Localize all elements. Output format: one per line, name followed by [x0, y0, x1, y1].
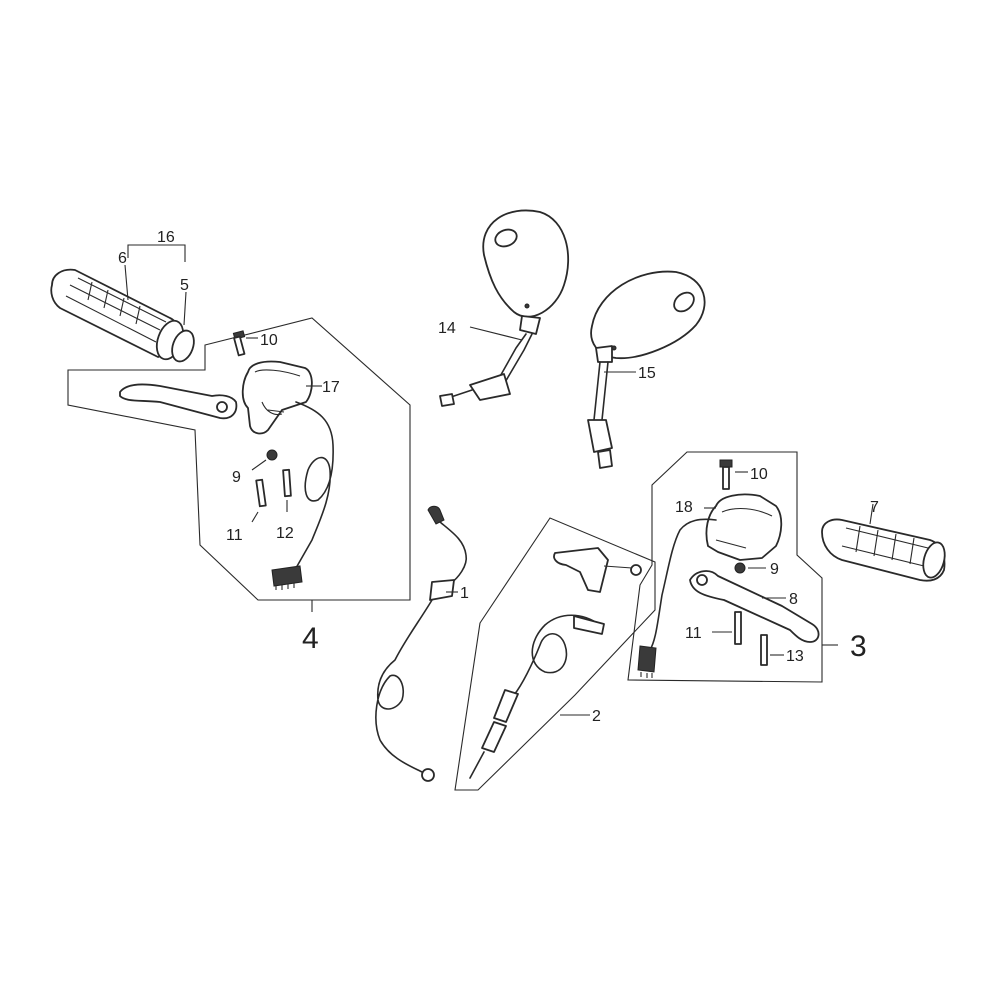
left-switch-wiring [295, 401, 334, 569]
left-connector [271, 565, 303, 590]
screw-11-left [251, 478, 267, 523]
right-brake-lever [689, 570, 820, 643]
callout-2: 2 [592, 708, 601, 725]
callout-14: 14 [438, 320, 456, 337]
callout-5: 5 [180, 277, 189, 294]
callout-7: 7 [870, 499, 879, 516]
cable-1 [375, 505, 468, 782]
bracket-16 [124, 244, 187, 326]
screw-13-right [760, 634, 784, 666]
leader-14 [469, 326, 523, 341]
callout-16: 16 [157, 229, 175, 246]
left-switch-housing-17 [241, 360, 322, 435]
right-grip-7 [821, 503, 946, 582]
left-brake-lever [119, 383, 238, 420]
right-mirror-15 [587, 270, 706, 469]
callout-6: 6 [118, 250, 127, 267]
callout-15: 15 [638, 365, 656, 382]
right-connector [637, 645, 657, 678]
callout-11-right: 11 [685, 625, 702, 642]
callout-3: 3 [850, 630, 867, 663]
callout-1: 1 [460, 585, 469, 602]
nut-9-right [734, 562, 766, 574]
left-mirror-14 [439, 209, 570, 407]
callout-10-right: 10 [750, 466, 768, 483]
nut-9-left [251, 449, 278, 471]
screw-12-left [282, 468, 292, 512]
screw-10-left [232, 330, 258, 357]
callout-9-left: 9 [232, 469, 241, 486]
assembly-2-outline [454, 517, 656, 791]
callout-8: 8 [789, 591, 798, 608]
right-switch-housing-18 [704, 493, 783, 561]
callout-18: 18 [675, 499, 693, 516]
callout-11-left: 11 [226, 527, 243, 544]
right-switch-wiring [649, 518, 717, 651]
callout-4: 4 [302, 622, 319, 655]
callout-10-left: 10 [260, 332, 278, 349]
screw-11-right [712, 611, 742, 645]
assembly-4-outline [67, 317, 411, 601]
callout-9-right: 9 [770, 561, 779, 578]
left-grip-6 [50, 268, 195, 363]
callout-13: 13 [786, 648, 804, 665]
screw-10-right [719, 459, 748, 490]
assembly-3-outline [627, 451, 823, 683]
cable-2 [469, 547, 642, 779]
callout-12: 12 [276, 525, 294, 542]
callout-17: 17 [322, 379, 340, 396]
